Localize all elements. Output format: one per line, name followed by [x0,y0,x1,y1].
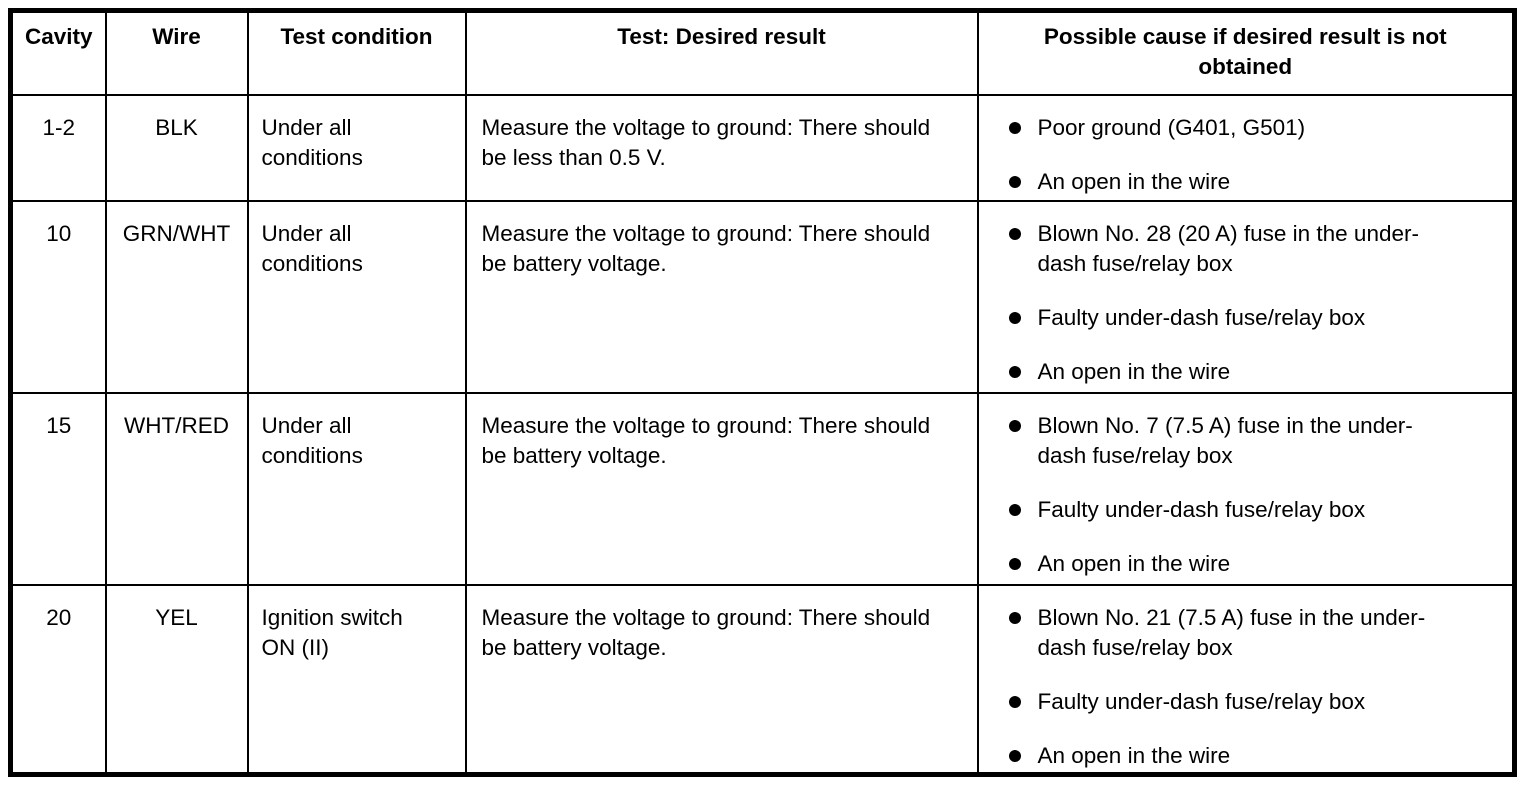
bullet-icon [1008,227,1021,240]
wire-value: BLK [104,93,249,202]
table-header-row: Cavity Wire Test condition Test: Desired… [9,9,1516,96]
column-header-possible-cause: Possible cause if desired result is not … [976,9,1516,96]
possible-cause-cell: Blown No. 7 (7.5 A) fuse in the under-da… [976,391,1516,586]
bullet-icon [1008,365,1021,378]
desired-result-cell: Measure the voltage to ground: There sho… [464,93,979,202]
cause-item: Blown No. 28 (20 A) fuse in the under-da… [1008,219,1507,279]
cause-item: Blown No. 21 (7.5 A) fuse in the under-d… [1008,603,1507,663]
cause-text: An open in the wire [1037,742,1231,768]
bullet-icon [1008,419,1021,432]
cavity-value: 1-2 [9,93,107,202]
wire-value: GRN/WHT [104,199,249,394]
desired-result-text: Measure the voltage to ground: There sho… [481,114,931,170]
cause-text: Blown No. 7 (7.5 A) fuse in the under-da… [1037,412,1413,468]
table-row: 1-2 BLK Under all conditions Measure the… [9,93,1516,202]
cavity-value: 10 [9,199,107,394]
test-condition-text: Under all conditions [261,114,363,170]
cause-text: An open in the wire [1037,358,1231,384]
cause-text: Faulty under-dash fuse/relay box [1037,304,1366,330]
cavity-value: 20 [9,583,107,776]
desired-result-text: Measure the voltage to ground: There sho… [481,220,931,276]
cause-text: Blown No. 21 (7.5 A) fuse in the under-d… [1037,604,1426,660]
table-row: 20 YEL Ignition switch ON (II) Measure t… [9,583,1516,776]
cause-item: An open in the wire [1008,167,1507,197]
cause-text: Faulty under-dash fuse/relay box [1037,496,1366,522]
bullet-icon [1008,695,1021,708]
bullet-icon [1008,503,1021,516]
bullet-icon [1008,311,1021,324]
desired-result-cell: Measure the voltage to ground: There sho… [464,583,979,776]
cause-item: Faulty under-dash fuse/relay box [1008,495,1507,525]
wire-value: YEL [104,583,249,776]
desired-result-cell: Measure the voltage to ground: There sho… [464,199,979,394]
cause-item: An open in the wire [1008,741,1507,771]
column-header-cavity: Cavity [9,9,107,96]
cause-text: Faulty under-dash fuse/relay box [1037,688,1366,714]
test-condition-cell: Ignition switch ON (II) [246,583,467,776]
test-condition-cell: Under all conditions [246,199,467,394]
cause-text: Poor ground (G401, G501) [1037,114,1306,140]
cavity-value: 15 [9,391,107,586]
wire-value: WHT/RED [104,391,249,586]
cause-item: Faulty under-dash fuse/relay box [1008,687,1507,717]
bullet-icon [1008,175,1021,188]
bullet-icon [1008,557,1021,570]
test-condition-text: Under all conditions [261,220,363,276]
desired-result-text: Measure the voltage to ground: There sho… [481,604,931,660]
cause-item: Blown No. 7 (7.5 A) fuse in the under-da… [1008,411,1507,471]
connector-test-table: Cavity Wire Test condition Test: Desired… [8,8,1517,777]
cause-text: An open in the wire [1037,168,1231,194]
bullet-icon [1008,749,1021,762]
possible-cause-cell: Blown No. 28 (20 A) fuse in the under-da… [976,199,1516,394]
possible-cause-cell: Poor ground (G401, G501) An open in the … [976,93,1516,202]
bullet-icon [1008,121,1021,134]
cause-item: Faulty under-dash fuse/relay box [1008,303,1507,333]
possible-cause-cell: Blown No. 21 (7.5 A) fuse in the under-d… [976,583,1516,776]
desired-result-text: Measure the voltage to ground: There sho… [481,412,931,468]
desired-result-cell: Measure the voltage to ground: There sho… [464,391,979,586]
test-condition-cell: Under all conditions [246,93,467,202]
cause-text: Blown No. 28 (20 A) fuse in the under-da… [1037,220,1419,276]
column-header-desired-result: Test: Desired result [464,9,979,96]
table-row: 15 WHT/RED Under all conditions Measure … [9,391,1516,586]
column-header-test-condition: Test condition [246,9,467,96]
cause-item: Poor ground (G401, G501) [1008,113,1507,143]
test-condition-cell: Under all conditions [246,391,467,586]
cause-item: An open in the wire [1008,549,1507,579]
column-header-wire: Wire [104,9,249,96]
test-condition-text: Ignition switch ON (II) [261,604,403,660]
table-row: 10 GRN/WHT Under all conditions Measure … [9,199,1516,394]
cause-text: An open in the wire [1037,550,1231,576]
cause-item: An open in the wire [1008,357,1507,387]
test-condition-text: Under all conditions [261,412,363,468]
bullet-icon [1008,611,1021,624]
